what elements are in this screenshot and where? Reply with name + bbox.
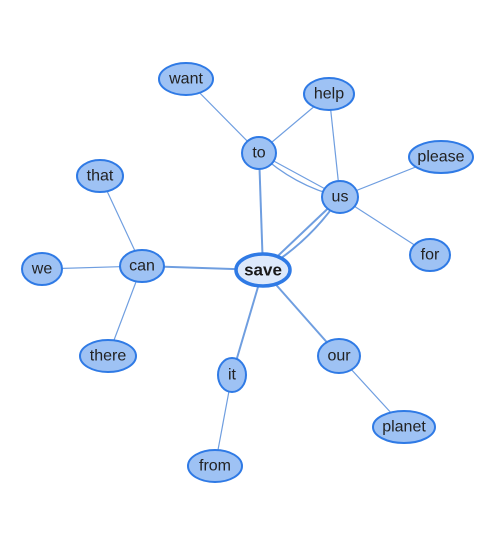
node-label-want: want [168,71,203,88]
node-label-us: us [332,189,349,206]
node-label-we: we [31,261,53,278]
node-for[interactable]: for [409,238,451,272]
node-label-can: can [129,258,155,275]
node-label-to: to [252,145,265,162]
edge-help-us [328,93,341,198]
node-label-help: help [314,86,344,103]
node-there[interactable]: there [79,339,137,373]
node-label-it: it [228,367,237,384]
edge-save-to [258,152,264,271]
node-to[interactable]: to [241,136,277,170]
node-save[interactable]: save [234,252,292,288]
edge-save-it [231,269,264,376]
node-label-planet: planet [382,419,426,436]
node-can[interactable]: can [119,249,165,283]
node-us[interactable]: us [321,180,359,214]
node-label-save: save [244,261,282,280]
node-it[interactable]: it [217,357,247,393]
node-label-from: from [199,458,231,475]
node-label-for: for [421,247,440,264]
node-please[interactable]: please [408,140,474,174]
node-label-our: our [327,348,351,365]
node-want[interactable]: want [158,62,214,96]
node-planet[interactable]: planet [372,410,436,444]
node-label-that: that [87,168,114,185]
node-that[interactable]: that [76,159,124,193]
node-from[interactable]: from [187,449,243,483]
node-label-there: there [90,348,127,365]
node-our[interactable]: our [317,338,361,374]
node-help[interactable]: help [303,77,355,111]
node-label-please: please [417,149,464,166]
node-we[interactable]: we [21,252,63,286]
